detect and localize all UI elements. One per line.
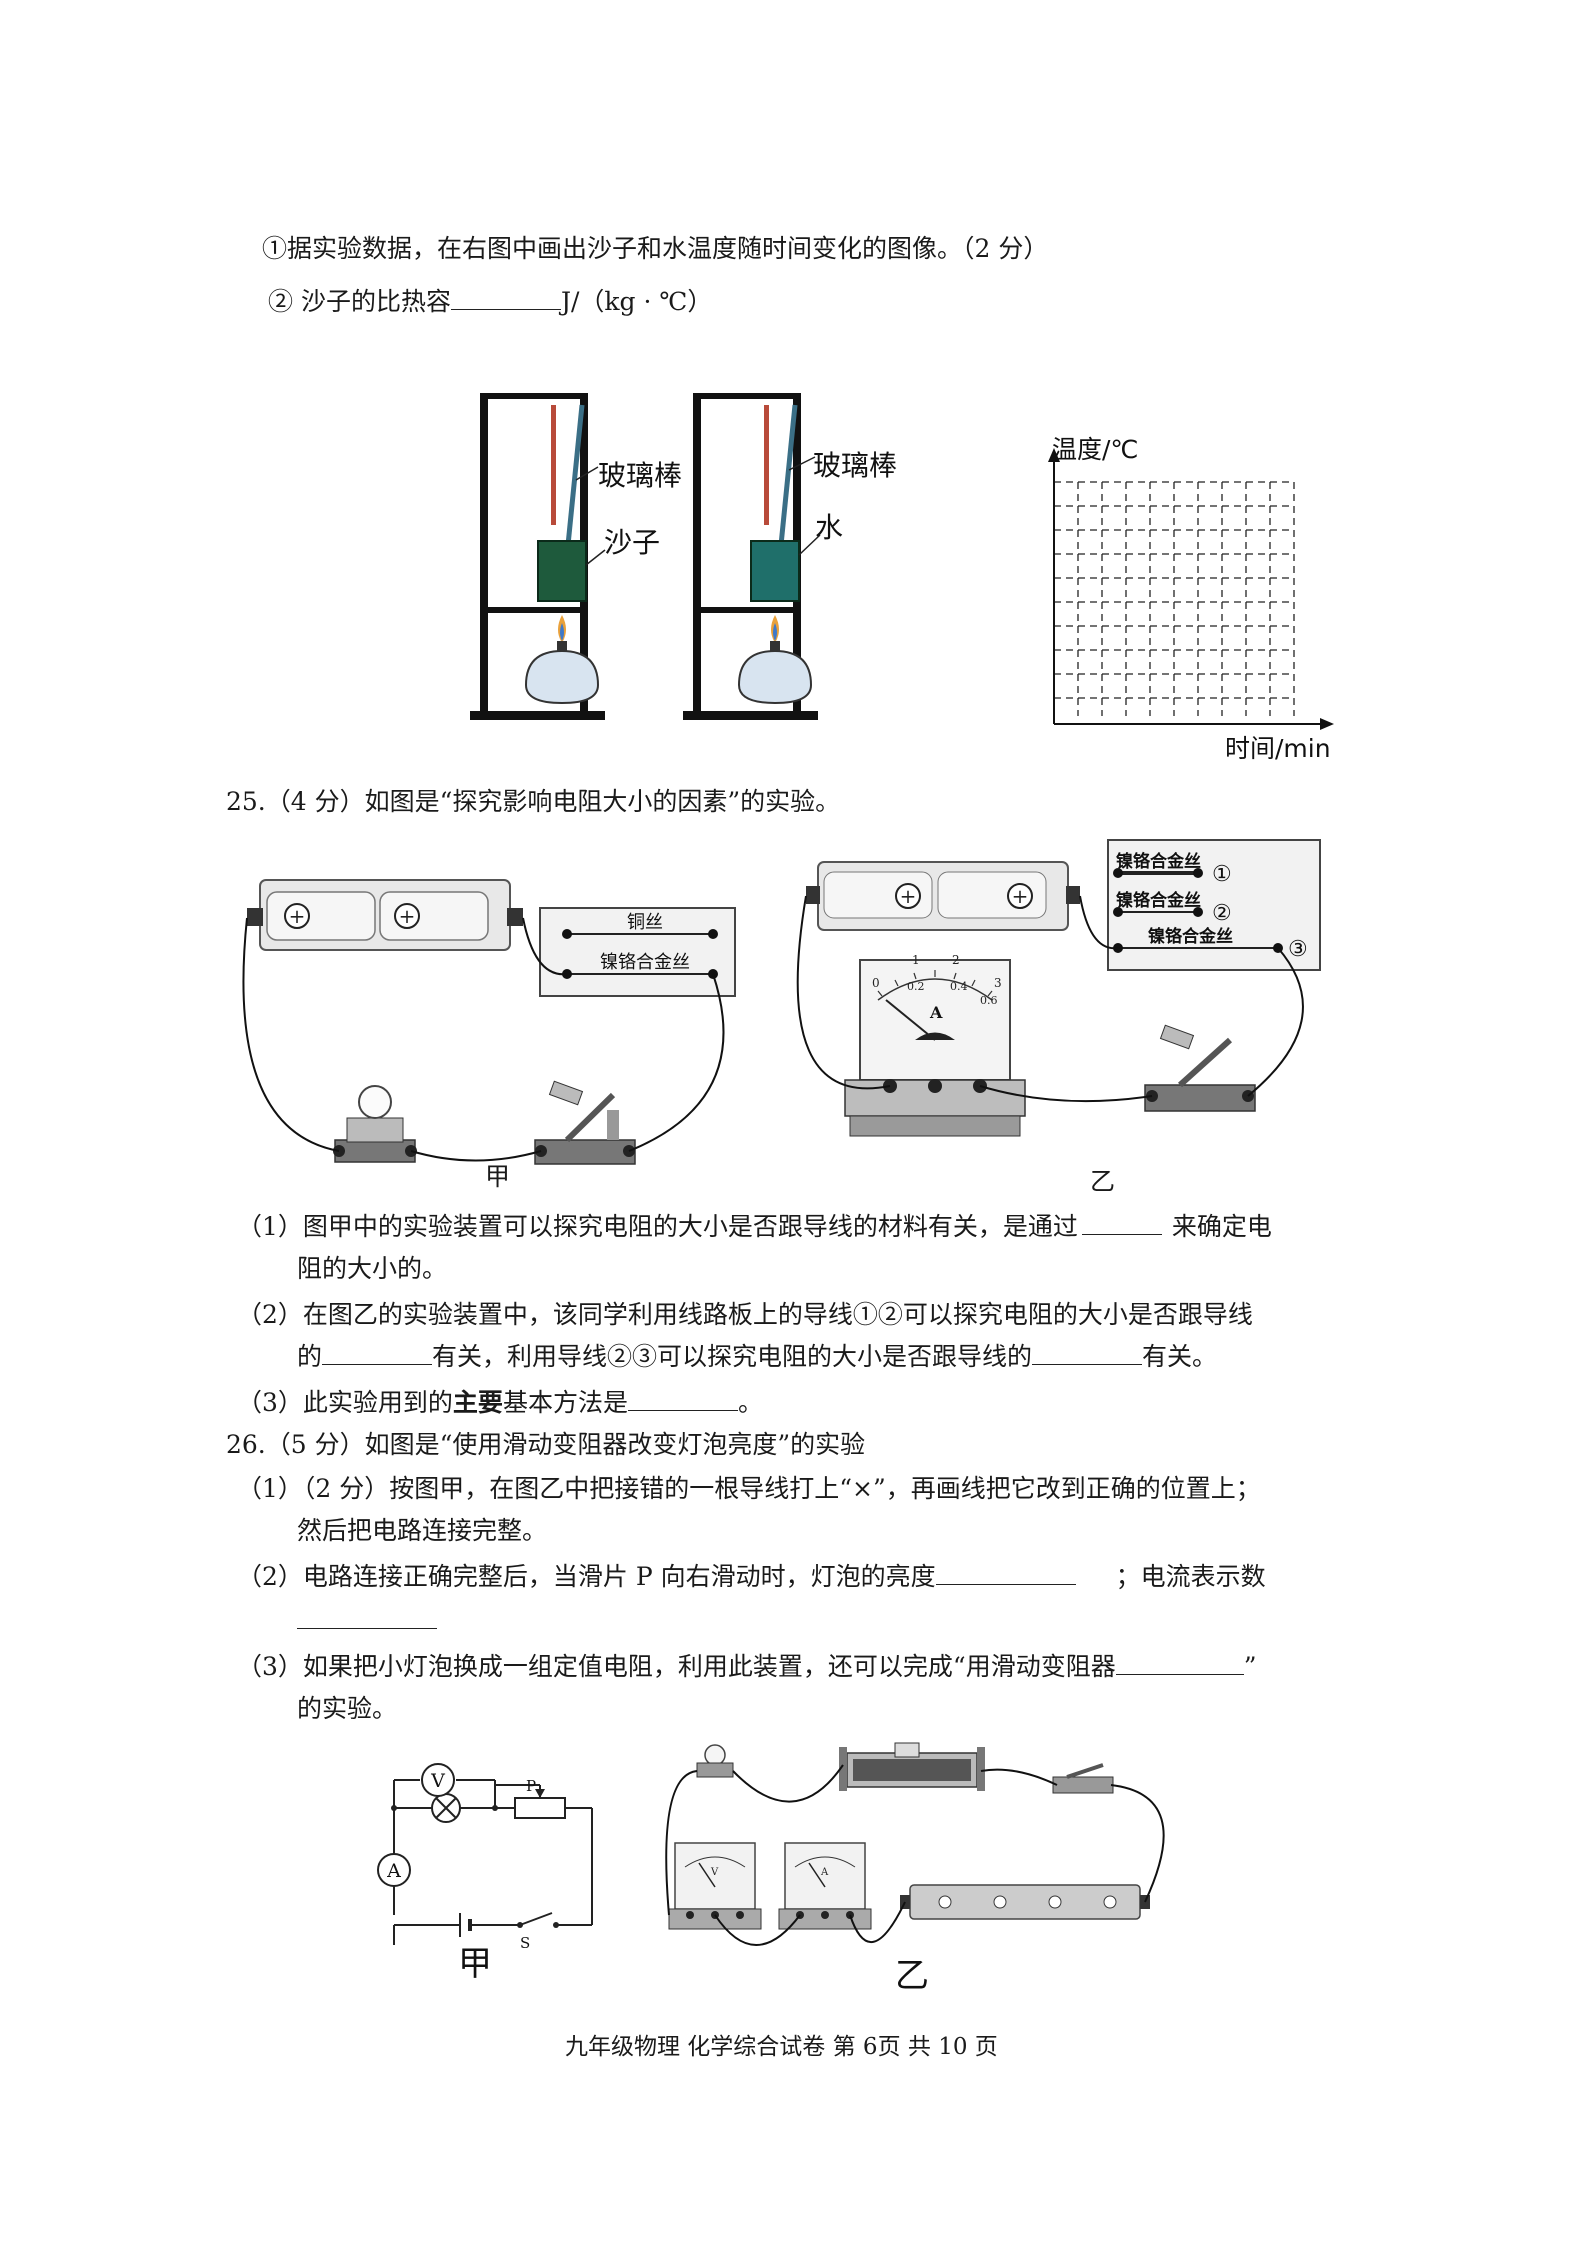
q26-p2-text-b: ；电流表示数 [1115,1562,1266,1591]
battery-pack-yi: + + [806,861,1080,931]
caption-jia-26: 甲 [458,1944,492,1984]
q26-p2: （2）电路连接正确完整后，当滑片 P 向右滑动时，灯泡的亮度 ；电流表示数 [237,1560,1266,1594]
caption-yi-26: 乙 [895,1956,929,1996]
answer-blank-specific-heat[interactable] [450,285,561,310]
q26-p3-text-b: ” [1243,1652,1257,1681]
heating-apparatus-figure: 玻璃棒 沙子 玻璃棒 水 [470,393,897,720]
q26-p3-line1: （3）如果把小灯泡换成一组定值电阻，利用此装置，还可以完成“用滑动变阻器 ” [237,1650,1256,1684]
battery-pack: + + [247,879,523,951]
resistance-circuit-jia: + + 铜丝 镍铬合金丝 [242,879,736,1165]
caption-yi-25: 乙 [1090,1167,1116,1196]
resistance-circuit-yi: + + 镍铬合金丝 ① 镍铬合金丝 ② 镍铬合金丝 ③ 0 1 2 3 0.2 [796,839,1321,1137]
q25-p2-line1: （2）在图乙的实验装置中，该同学利用线路板上的导线①②可以探究电阻的大小是否跟导… [237,1300,1253,1329]
answer-blank-25-2b[interactable] [1032,1340,1143,1365]
schematic-jia: V A P S 甲 [377,1763,593,1984]
q25-p3: （3）此实验用到的主要基本方法是 。 [237,1386,763,1420]
q25-p2-text-a: 的 [297,1342,323,1371]
stand-sand [470,393,605,720]
q26-p3-line2: 的实验。 [297,1694,398,1723]
q25-p1-text-b: 来确定电 [1171,1212,1272,1241]
rod-label-2: 玻璃棒 [813,449,897,482]
scale-1: 1 [912,953,920,967]
scale-0-6: 0.6 [980,994,998,1007]
ammeter-symbol: A [386,1860,401,1882]
q25-p3-bold: 主要 [452,1388,503,1417]
battery-pack-26 [900,1884,1150,1920]
q25-p3-text-c: 。 [737,1388,763,1417]
wire-board-yi: 镍铬合金丝 ① 镍铬合金丝 ② 镍铬合金丝 ③ [1107,839,1321,971]
q25-p3-text-b: 基本方法是 [502,1388,628,1417]
wire-3-label: 镍铬合金丝 [1148,926,1233,947]
answer-blank-26-2b[interactable] [297,1628,437,1629]
temperature-time-grid: 温度/℃ 时间/min [1048,435,1334,763]
caption-jia-25: 甲 [485,1162,511,1191]
water-label: 水 [815,511,843,544]
q25-p1-line1: （1）图甲中的实验装置可以探究电阻的大小是否跟导线的材料有关，是通过 来确定电 [237,1210,1272,1244]
physical-circuit-yi: V A 乙 [665,1742,1165,1996]
slider-p-label: P [526,1777,536,1795]
y-axis-arrow [1048,448,1060,462]
ammeter: 0 1 2 3 0.2 0.4 0.6 A [844,953,1026,1137]
wire-board-jia: 铜丝 镍铬合金丝 [539,907,736,997]
ammeter-26: A [778,1842,872,1930]
knife-switch-yi [1144,1024,1256,1112]
q25-title: 25.（4 分）如图是“探究影响电阻大小的因素”的实验。 [226,787,841,816]
answer-blank-26-2a[interactable] [935,1560,1076,1585]
voltmeter-symbol: V [430,1770,445,1792]
voltmeter-26-label: V [710,1867,719,1878]
q24-item-2-prefix: ② 沙子的比热容 [268,287,451,316]
answer-blank-25-3[interactable] [627,1386,738,1411]
q25-p2-text-c: 有关。 [1142,1342,1218,1371]
bulb-26 [696,1744,734,1778]
svg-text:+: + [1012,884,1029,908]
scale-2: 2 [952,953,960,967]
q25-p2-text-b: 有关，利用导线②③可以探究电阻的大小是否跟导线的 [432,1342,1033,1371]
scale-3: 3 [994,976,1002,990]
switch-s-label: S [520,1934,530,1952]
q25-p1-line2: 阻的大小的。 [297,1254,448,1283]
q26-title: 26.（5 分）如图是“使用滑动变阻器改变灯泡亮度”的实验 [226,1430,866,1459]
wire-copper-label: 铜丝 [627,912,663,933]
answer-blank-26-3[interactable] [1115,1650,1244,1675]
page-footer: 九年级物理 化学综合试卷 第 6页 共 10 页 [565,2034,998,2060]
q24-item-1: ①据实验数据，在右图中画出沙子和水温度随时间变化的图像。（2 分） [262,234,1049,263]
q26-p1-line2: 然后把电路连接完整。 [297,1516,548,1545]
q24-item-2: ② 沙子的比热容 J/（kg · ℃） [268,285,712,319]
scale-0-2: 0.2 [907,980,925,993]
knife-switch [534,1080,636,1165]
svg-text:+: + [289,904,306,928]
bulb [333,1085,417,1163]
y-axis-label: 温度/℃ [1052,435,1139,464]
q26-p2-text-a: （2）电路连接正确完整后，当滑片 P 向右滑动时，灯泡的亮度 [237,1562,936,1591]
rod-label-1: 玻璃棒 [598,459,682,492]
rheostat [839,1742,985,1791]
grid-lines [1054,481,1295,716]
wire-nichrome-label: 镍铬合金丝 [600,952,690,973]
switch-26 [1052,1763,1114,1794]
scale-0: 0 [872,976,880,990]
q26-p3-text-a: （3）如果把小灯泡换成一组定值电阻，利用此装置，还可以完成“用滑动变阻器 [237,1652,1116,1681]
q25-p1-text-a: （1）图甲中的实验装置可以探究电阻的大小是否跟导线的材料有关，是通过 [237,1212,1078,1241]
wire-2-label: 镍铬合金丝 [1116,890,1201,911]
x-axis-arrow [1320,718,1334,730]
x-axis-label: 时间/min [1225,734,1331,763]
wire-3-number: ③ [1288,937,1308,962]
wire-1-label: 镍铬合金丝 [1116,851,1201,872]
q25-p3-text-a: （3）此实验用到的 [237,1388,453,1417]
answer-blank-25-2a[interactable] [322,1340,433,1365]
scale-0-4: 0.4 [950,980,968,993]
answer-blank-25-1[interactable] [1081,1210,1162,1235]
q26-p1-line1: （1）（2 分）按图甲，在图乙中把接错的一根导线打上“×”，再画线把它改到正确的… [237,1474,1261,1503]
ammeter-26-label: A [820,1867,829,1878]
wire-1-number: ① [1212,862,1232,887]
wire-2-number: ② [1212,901,1232,926]
svg-text:+: + [399,904,416,928]
stand-water [683,393,818,720]
ammeter-label: A [929,1003,943,1022]
voltmeter-26: V [668,1842,762,1930]
sand-label: 沙子 [604,526,660,559]
svg-text:+: + [900,884,917,908]
q24-item-2-suffix: J/（kg · ℃） [560,287,713,316]
q25-p2-line2: 的 有关，利用导线②③可以探究电阻的大小是否跟导线的 有关。 [297,1340,1217,1374]
